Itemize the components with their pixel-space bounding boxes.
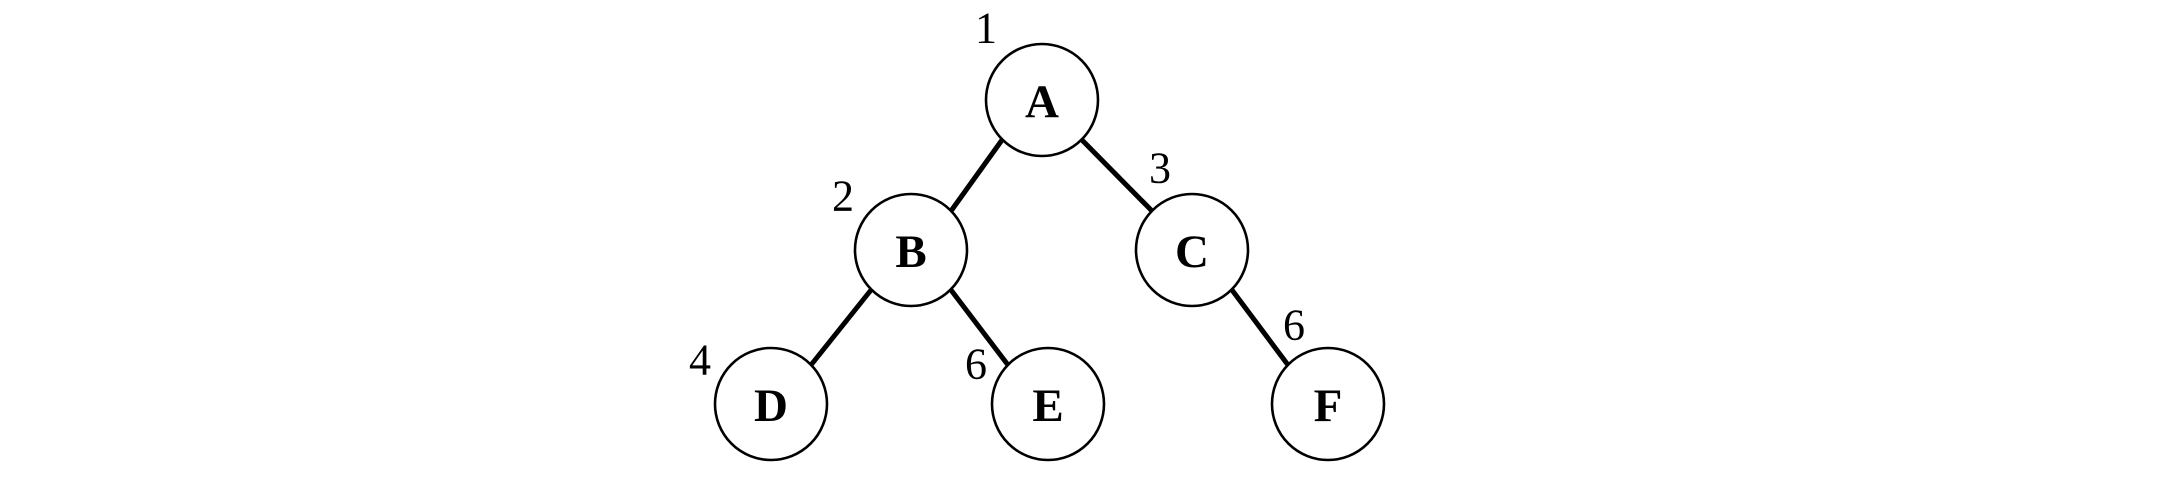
node-group: A 1 B 2 C 3 D 4 E 6	[689, 4, 1386, 462]
edge-b-d	[808, 287, 874, 368]
node-e[interactable]: E 6	[965, 340, 1106, 462]
node-f[interactable]: F 6	[1270, 301, 1386, 462]
node-label-c: C	[1175, 226, 1209, 278]
node-index-b: 2	[832, 172, 854, 221]
node-label-a: A	[1025, 76, 1059, 128]
node-index-e: 6	[965, 340, 987, 389]
node-circle-d[interactable]	[713, 346, 829, 462]
node-label-f: F	[1314, 380, 1343, 432]
node-circle-c[interactable]	[1134, 192, 1250, 308]
node-index-a: 1	[975, 4, 997, 53]
node-circle-a[interactable]	[984, 42, 1100, 158]
edge-b-e	[948, 287, 1011, 368]
node-c[interactable]: C 3	[1134, 144, 1250, 308]
node-d[interactable]: D 4	[689, 336, 829, 462]
node-index-f: 6	[1283, 301, 1305, 350]
edge-group	[808, 137, 1291, 368]
node-a[interactable]: A 1	[975, 4, 1100, 158]
node-b[interactable]: B 2	[832, 172, 969, 308]
node-circle-f[interactable]	[1270, 346, 1386, 462]
edge-a-b	[948, 137, 1005, 214]
node-label-d: D	[754, 380, 788, 432]
node-circle-b[interactable]	[853, 192, 969, 308]
node-label-e: E	[1032, 380, 1063, 432]
node-index-c: 3	[1149, 144, 1171, 193]
node-index-d: 4	[689, 336, 711, 385]
edge-a-c	[1079, 137, 1155, 214]
edge-c-f	[1229, 287, 1291, 368]
node-circle-e[interactable]	[990, 346, 1106, 462]
node-label-b: B	[895, 226, 926, 278]
